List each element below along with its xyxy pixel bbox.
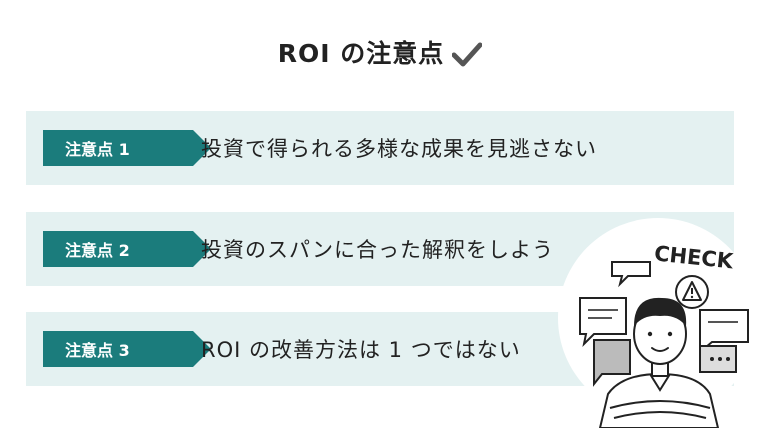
caution-text-1: 投資で得られる多様な成果を見逃さない — [201, 137, 597, 161]
page-title-text: ROI の注意点 — [277, 39, 445, 68]
caution-tag-1: 注意点 1 — [43, 130, 211, 166]
caution-tag-3: 注意点 3 — [43, 331, 211, 367]
check-person-illustration: CHECK — [550, 218, 760, 429]
caution-text-3: ROI の改善方法は 1 つではない — [201, 338, 521, 362]
page-title: ROI の注意点 — [0, 34, 760, 74]
caution-text-2: 投資のスパンに合った解釈をしよう — [201, 238, 555, 262]
checkmark-icon — [451, 42, 483, 74]
caution-card-1: 注意点 1 投資で得られる多様な成果を見逃さない — [26, 111, 734, 185]
caution-tag-2: 注意点 2 — [43, 231, 211, 267]
